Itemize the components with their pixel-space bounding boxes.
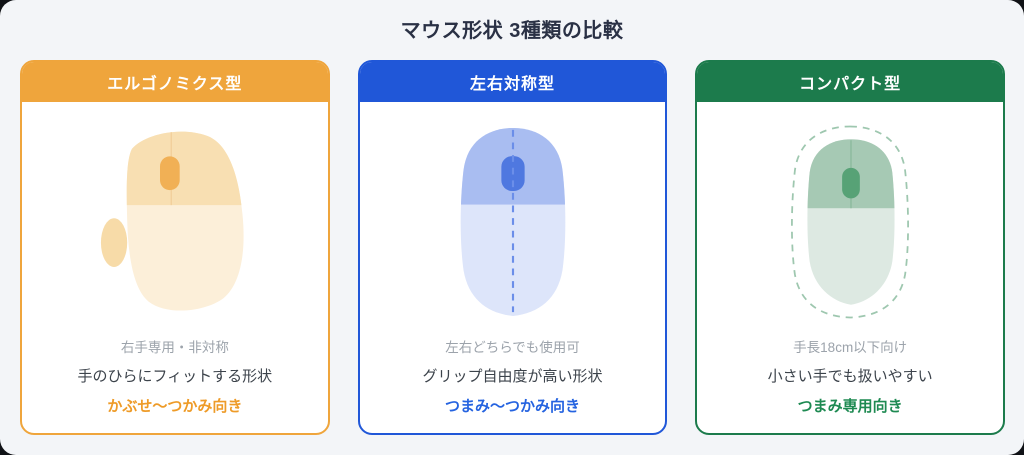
thumb-rest [100,218,128,267]
card-ergonomic: エルゴノミクス型 右手専用・非対称 手のひらにフィット [20,60,330,435]
compact-mouse-icon [791,125,910,319]
size-outline [791,125,910,319]
card-ergonomic-illustration-area [22,102,328,336]
grip-text: かぶせ〜つかみ向き [107,398,243,415]
grip-text: つまみ専用向き [797,398,903,415]
symmetric-mouse-icon [460,127,565,317]
card-compact-header: コンパクト型 [697,62,1004,102]
note-text: 右手専用・非対称 [120,340,229,355]
card-compact-illustration-area [697,102,1003,336]
card-symmetric-illustration-area [360,102,666,336]
cards-row: エルゴノミクス型 右手専用・非対称 手のひらにフィット [20,60,1006,435]
page-title: マウス形状 3種類の比較 [400,20,624,42]
feature-text: グリップ自由度が高い形状 [422,368,603,385]
grip-text: つまみ〜つかみ向き [445,398,581,415]
ergonomic-mouse-icon [100,131,244,311]
card-symmetric-footer: 左右どちらでも使用可 グリップ自由度が高い形状 つまみ〜つかみ向き [360,336,666,433]
feature-text: 手のひらにフィットする形状 [77,368,273,385]
card-symmetric-header: 左右対称型 [359,62,666,102]
note-text: 手長18cm以下向け [793,340,908,355]
card-symmetric: 左右対称型 左右どちらでも使用可 グリップ自由度が高い形状 [357,60,668,435]
card-compact: コンパクト型 手長18cm以下向け 小さい手でも扱いや [695,60,1006,435]
feature-text: 小さい手でも扱いやすい [767,368,933,385]
card-compact-footer: 手長18cm以下向け 小さい手でも扱いやすい つまみ専用向き [697,336,1003,433]
note-text: 左右どちらでも使用可 [445,340,580,355]
scroll-wheel [159,156,180,191]
card-ergonomic-footer: 右手専用・非対称 手のひらにフィットする形状 かぶせ〜つかみ向き [22,336,328,433]
card-ergonomic-header: エルゴノミクス型 [22,62,328,102]
scroll-wheel [842,167,861,199]
